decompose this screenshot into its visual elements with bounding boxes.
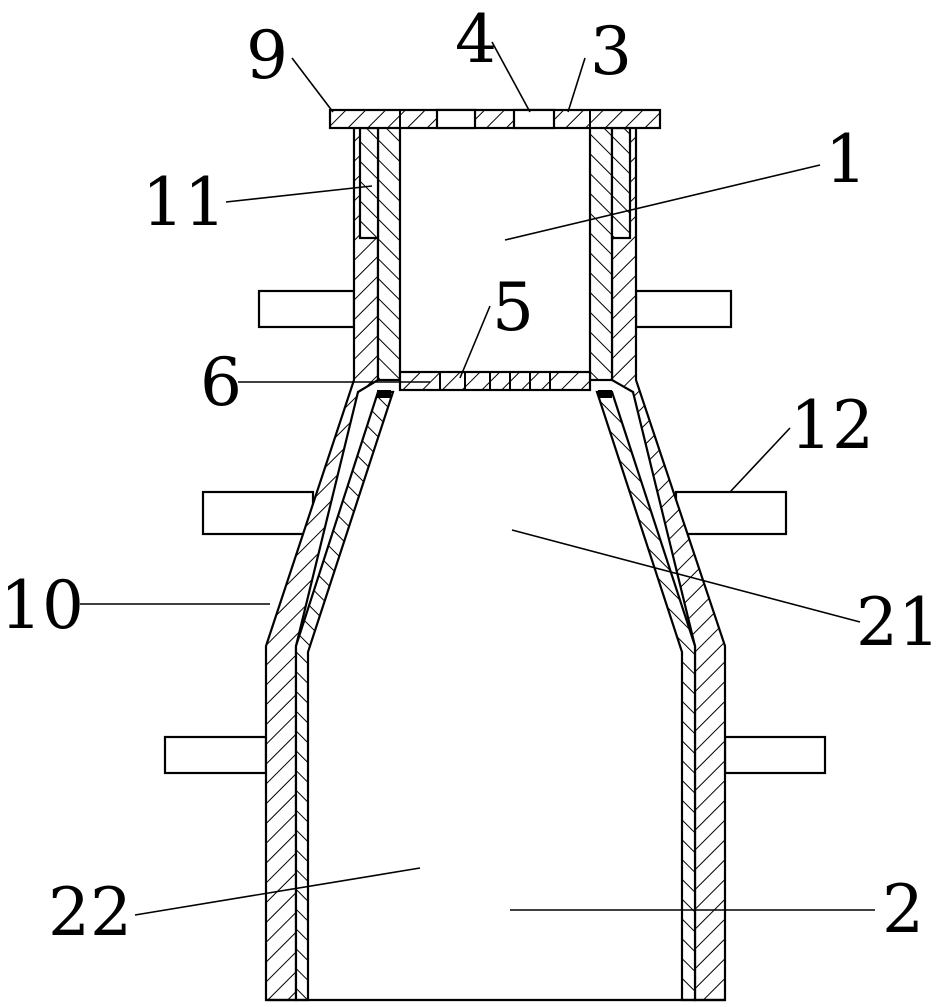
leader-lines (80, 41, 875, 916)
label-4: 4 (455, 1, 497, 78)
label-1: 1 (825, 121, 867, 198)
label-9: 9 (246, 17, 288, 94)
label-2: 2 (882, 871, 924, 948)
label-3: 3 (590, 13, 632, 90)
label-22: 22 (48, 874, 132, 951)
inner-sleeve (294, 390, 697, 1002)
label-6: 6 (200, 344, 242, 421)
bottom-plate (377, 370, 612, 398)
part-labels: 9 4 3 1 11 5 6 12 10 21 22 2 (0, 1, 940, 951)
label-5: 5 (492, 269, 534, 346)
top-cap (328, 108, 662, 130)
label-11: 11 (142, 164, 226, 241)
label-12: 12 (790, 387, 874, 464)
side-fins (163, 289, 827, 775)
label-10: 10 (0, 567, 84, 644)
label-21: 21 (856, 584, 940, 661)
inner-tube (376, 123, 614, 382)
